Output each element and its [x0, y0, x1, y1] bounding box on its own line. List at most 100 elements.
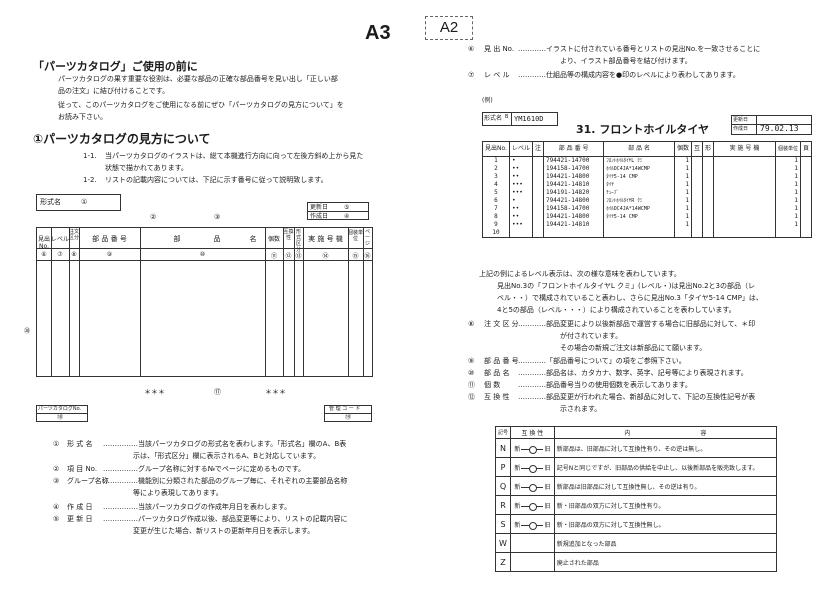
example-col-header: 形: [702, 142, 715, 157]
example-cell-empty: [702, 204, 715, 213]
example-cell-empty: [691, 220, 703, 229]
diagram-model-label: 形式名: [40, 198, 61, 206]
example-cell-lvl: •••: [509, 220, 533, 229]
example-cell-no: 7: [483, 204, 510, 213]
diagram-num: ④: [344, 213, 350, 220]
example-col-header: レベル: [509, 142, 533, 157]
compat-mark: 新旧: [510, 495, 555, 515]
example-row: 10: [483, 228, 811, 237]
example-cell-part: 194421-14810: [543, 220, 605, 229]
diagram-mgmt-code-label: 管 理 コ ー ド: [329, 406, 361, 412]
def-text: …………部品変更により以後新部品で運営する場合に旧部品に対して、＊印: [518, 320, 756, 328]
example-cell-empty: [532, 172, 545, 181]
col-header: 個数: [267, 236, 280, 243]
diagram-catalog-no-label: パーツカタログNo.: [38, 406, 82, 412]
def-num: ⑨: [468, 357, 475, 365]
example-cell-empty: [691, 196, 703, 205]
example-cell-empty: [800, 229, 811, 237]
example-cell-unit: 1: [775, 220, 801, 229]
example-model-value: YM1610D: [514, 115, 544, 123]
compat-symbol: Q: [494, 476, 512, 496]
example-cell-part: 194158-14700: [543, 164, 605, 173]
example-cell-empty: [713, 180, 776, 189]
example-cell-empty: [532, 156, 545, 165]
example-cell-part: 194191-14820: [543, 188, 605, 197]
page-badge-a2: A2: [425, 16, 473, 40]
diagram-num: ①: [81, 198, 88, 206]
def-term: 更 新 日: [67, 515, 93, 523]
example-title: 31. フロントホイルタイヤ: [576, 123, 709, 136]
def-text: 示されます。: [560, 405, 602, 413]
example-model-box: 形式名 B YM1610D: [482, 112, 558, 126]
compat-mark-old: 旧: [544, 464, 551, 472]
example-col-header: 個数: [674, 142, 692, 157]
example-col-header: 実 施 号 機: [713, 142, 776, 157]
compat-link-icon: [521, 483, 544, 492]
col-header: 名: [249, 235, 257, 243]
def-text: より、イラスト部品番号を結び付けます。: [560, 57, 692, 65]
example-cell-empty: [702, 196, 715, 205]
example-date-box: 更新日 作成日 79.02.13: [731, 115, 812, 135]
example-cell-empty: [713, 220, 776, 229]
example-cell-unit: 1: [775, 156, 801, 165]
example-cell-no: 4: [483, 180, 510, 189]
compat-symbol: S: [494, 514, 512, 534]
example-cell-empty: [800, 165, 811, 173]
diagram-date-box: 更新日 ⑤ 作成日 ④: [307, 202, 369, 220]
example-cell-unit: [775, 228, 801, 237]
example-cell-no: 3: [483, 172, 510, 181]
compat-link-icon: [521, 502, 544, 511]
example-cell-no: 5: [483, 188, 510, 197]
col-header: 品: [213, 235, 221, 243]
def-num: ④: [53, 503, 60, 511]
example-cell-name: ﾎｲﾙDC4JA*14WCMP: [603, 164, 675, 173]
example-cell-empty: [713, 156, 776, 165]
example-cell-qty: 1: [674, 212, 692, 221]
compat-symbol: P: [494, 457, 512, 477]
def-term: 部 品 名: [484, 369, 510, 377]
def-text: ……………当該パーツカタログの作成年月日を表わします。: [103, 503, 292, 511]
diagram-catalog-no-box: パーツカタログNo. ⑱: [36, 405, 88, 422]
example-cell-empty: [702, 180, 715, 189]
def-term: 注 文 区 分: [484, 320, 519, 328]
example-cell-empty: [702, 172, 715, 181]
diagram-num: ⑰: [214, 388, 221, 396]
compat-mark: 新旧: [510, 476, 555, 496]
def-num: ⑤: [53, 515, 60, 523]
col-num: ⑮: [352, 253, 359, 260]
item-num: 1-1.: [83, 152, 97, 160]
example-cell-no: 2: [483, 164, 510, 173]
def-text: が付されています。: [560, 332, 623, 340]
intro-line: 従って、このパーツカタログをご使用になる前にぜひ「パーツカタログの見方について」…: [58, 101, 344, 109]
example-cell-lvl: ••: [509, 172, 533, 181]
example-cell-empty: [532, 164, 545, 173]
example-cell-qty: 1: [674, 220, 692, 229]
explain-line: ベル・・）で構成されていること表わし、さらに見出No.3「タイヤ5-14 CMP…: [497, 294, 763, 302]
def-num: ②: [53, 465, 60, 473]
def-text: 等により表現してあります。: [133, 489, 223, 497]
example-cell-empty: [713, 172, 776, 181]
example-cell-part: 194158-14700: [543, 204, 605, 213]
example-cell-empty: [532, 204, 545, 213]
example-cell-no: 9: [483, 220, 510, 229]
def-num: ⑪: [468, 381, 475, 389]
col-num: ⑩: [199, 251, 206, 258]
example-cell-empty: [532, 188, 545, 197]
def-text: …………部品名は、カタカナ、数字、英字、記号等により表現されます。: [518, 369, 748, 377]
page-badge-a3: A3: [365, 22, 391, 44]
example-cell-empty: [691, 212, 703, 221]
example-cell-qty: 1: [674, 204, 692, 213]
compat-mark-old: 旧: [544, 445, 551, 453]
diagram-stars: ＊＊＊: [144, 388, 165, 396]
example-cell-name: ﾌﾛﾝﾄﾎｲﾙﾀｲﾔL ｸﾐ: [603, 156, 675, 165]
example-cell-lvl: ••: [509, 212, 533, 221]
example-col-header: 頁: [800, 142, 811, 157]
compat-col-header: 内容: [553, 426, 778, 439]
example-cell-part: [543, 228, 605, 237]
